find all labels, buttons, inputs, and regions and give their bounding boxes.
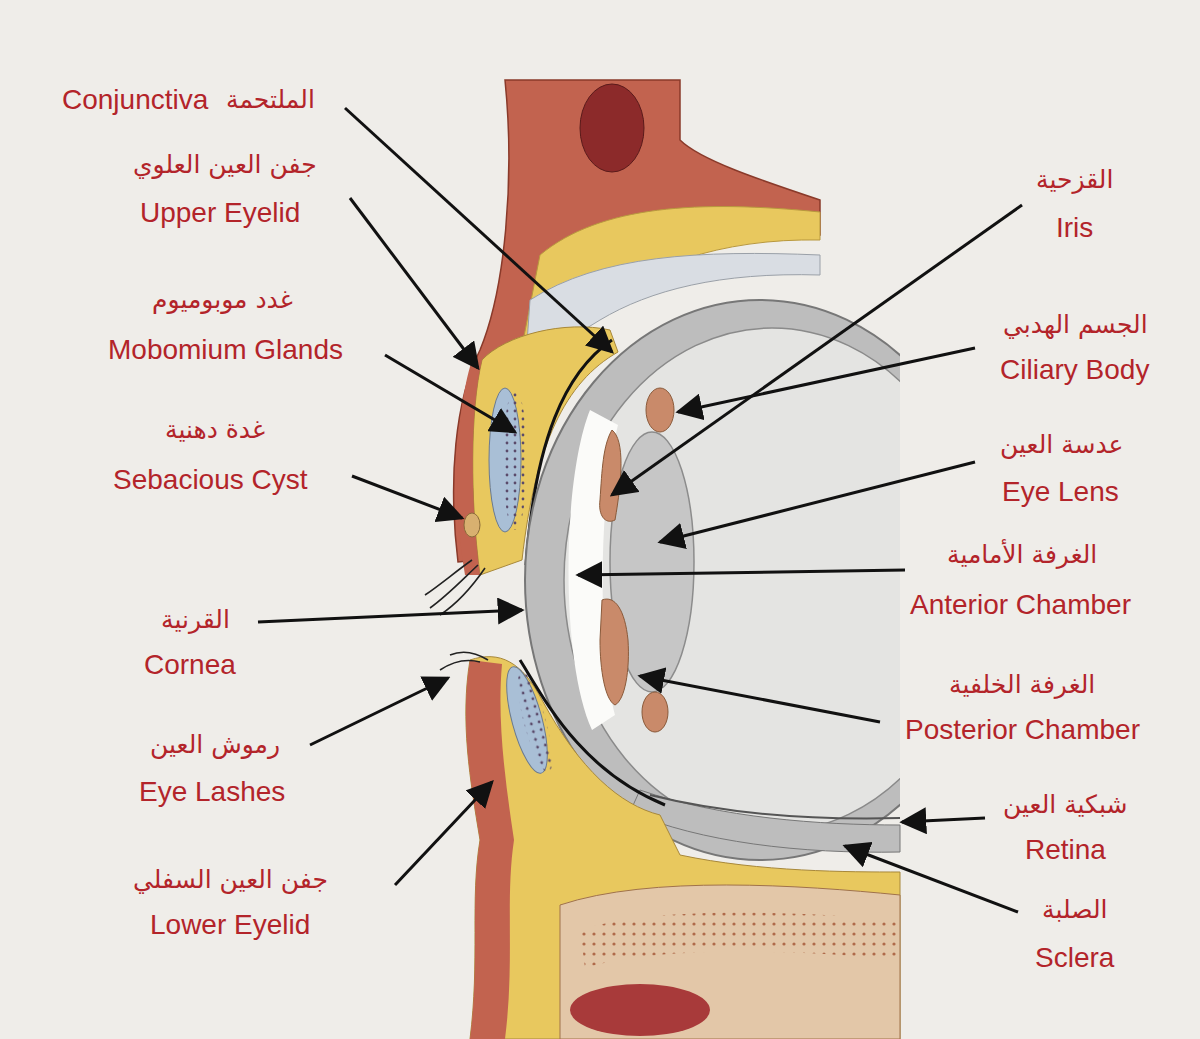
arabic-part-label: جفن العين السفلي — [130, 866, 331, 895]
arabic-part-label: جفن العين العلوي — [130, 151, 320, 180]
sinus-section — [570, 984, 710, 1036]
orbit-floor-dots — [580, 913, 900, 968]
ciliary-body-lower — [642, 692, 668, 732]
arabic-part-label: رموش العين — [147, 731, 283, 760]
part-label: Eye Lashes — [136, 776, 288, 808]
ciliary-body-upper — [646, 388, 674, 432]
arabic-part-label: الغرفة الخلفية — [946, 671, 1098, 700]
lower-conjunctiva-line — [520, 660, 665, 805]
lower-eyelid — [466, 657, 900, 1039]
meibomian-dots — [503, 390, 527, 530]
part-label: Sebacious Cyst — [110, 464, 311, 496]
arabic-part-label: القزحية — [1033, 166, 1116, 195]
part-label: Cornea — [141, 649, 239, 681]
arabic-part-label: غدة دهنية — [162, 416, 268, 445]
lower-lashes — [440, 652, 488, 670]
arabic-part-label: الصلبة — [1039, 896, 1110, 925]
iris-lower — [600, 599, 628, 705]
leader-line — [350, 198, 478, 368]
leader-line — [640, 676, 880, 722]
arabic-part-label: عدسة العين — [997, 431, 1127, 460]
part-label: Iris — [1053, 212, 1096, 244]
part-label: Posterior Chamber — [902, 714, 1143, 746]
muscle-section — [580, 84, 644, 172]
part-label: Lower Eyelid — [147, 909, 313, 941]
part-label: Anterior Chamber — [907, 589, 1134, 621]
sebaceous-gland — [464, 513, 480, 537]
orbit-floor-bone — [560, 885, 900, 1039]
part-label: Eye Lens — [999, 476, 1122, 508]
globe-inner — [564, 328, 900, 832]
leader-line — [385, 355, 515, 432]
arabic-part-label: شبكية العين — [1000, 791, 1130, 820]
part-label: Ciliary Body — [997, 354, 1152, 386]
upper-lashes — [425, 560, 485, 615]
arabic-part-label: الغرفة الأمامية — [944, 541, 1100, 570]
leader-line — [612, 205, 1022, 495]
arabic-part-label: الملتحمة — [223, 86, 318, 115]
leader-line — [258, 610, 522, 622]
part-label: Retina — [1022, 834, 1109, 866]
arabic-part-label: غدد موبوميوم — [149, 286, 296, 315]
leader-line — [845, 846, 1018, 912]
leader-line — [902, 818, 985, 822]
upper-lid-skin — [457, 360, 482, 575]
leader-line — [660, 462, 975, 542]
arabic-part-label: الجسم الهدبي — [1000, 311, 1151, 340]
retina-line — [650, 795, 900, 818]
arabic-part-label: القرنية — [158, 606, 233, 635]
part-label: Upper Eyelid — [137, 197, 303, 229]
lower-lid-skin — [466, 660, 514, 1039]
leader-line — [310, 678, 448, 745]
iris-upper — [600, 430, 621, 521]
part-label: Sclera — [1032, 942, 1117, 974]
leader-line — [678, 348, 975, 412]
part-label: Mobomium Glands — [105, 334, 346, 366]
leader-line — [345, 108, 612, 352]
part-label: Conjunctiva — [59, 84, 211, 116]
leader-line — [578, 570, 905, 575]
leader-line — [352, 476, 462, 518]
leader-line — [395, 782, 492, 885]
